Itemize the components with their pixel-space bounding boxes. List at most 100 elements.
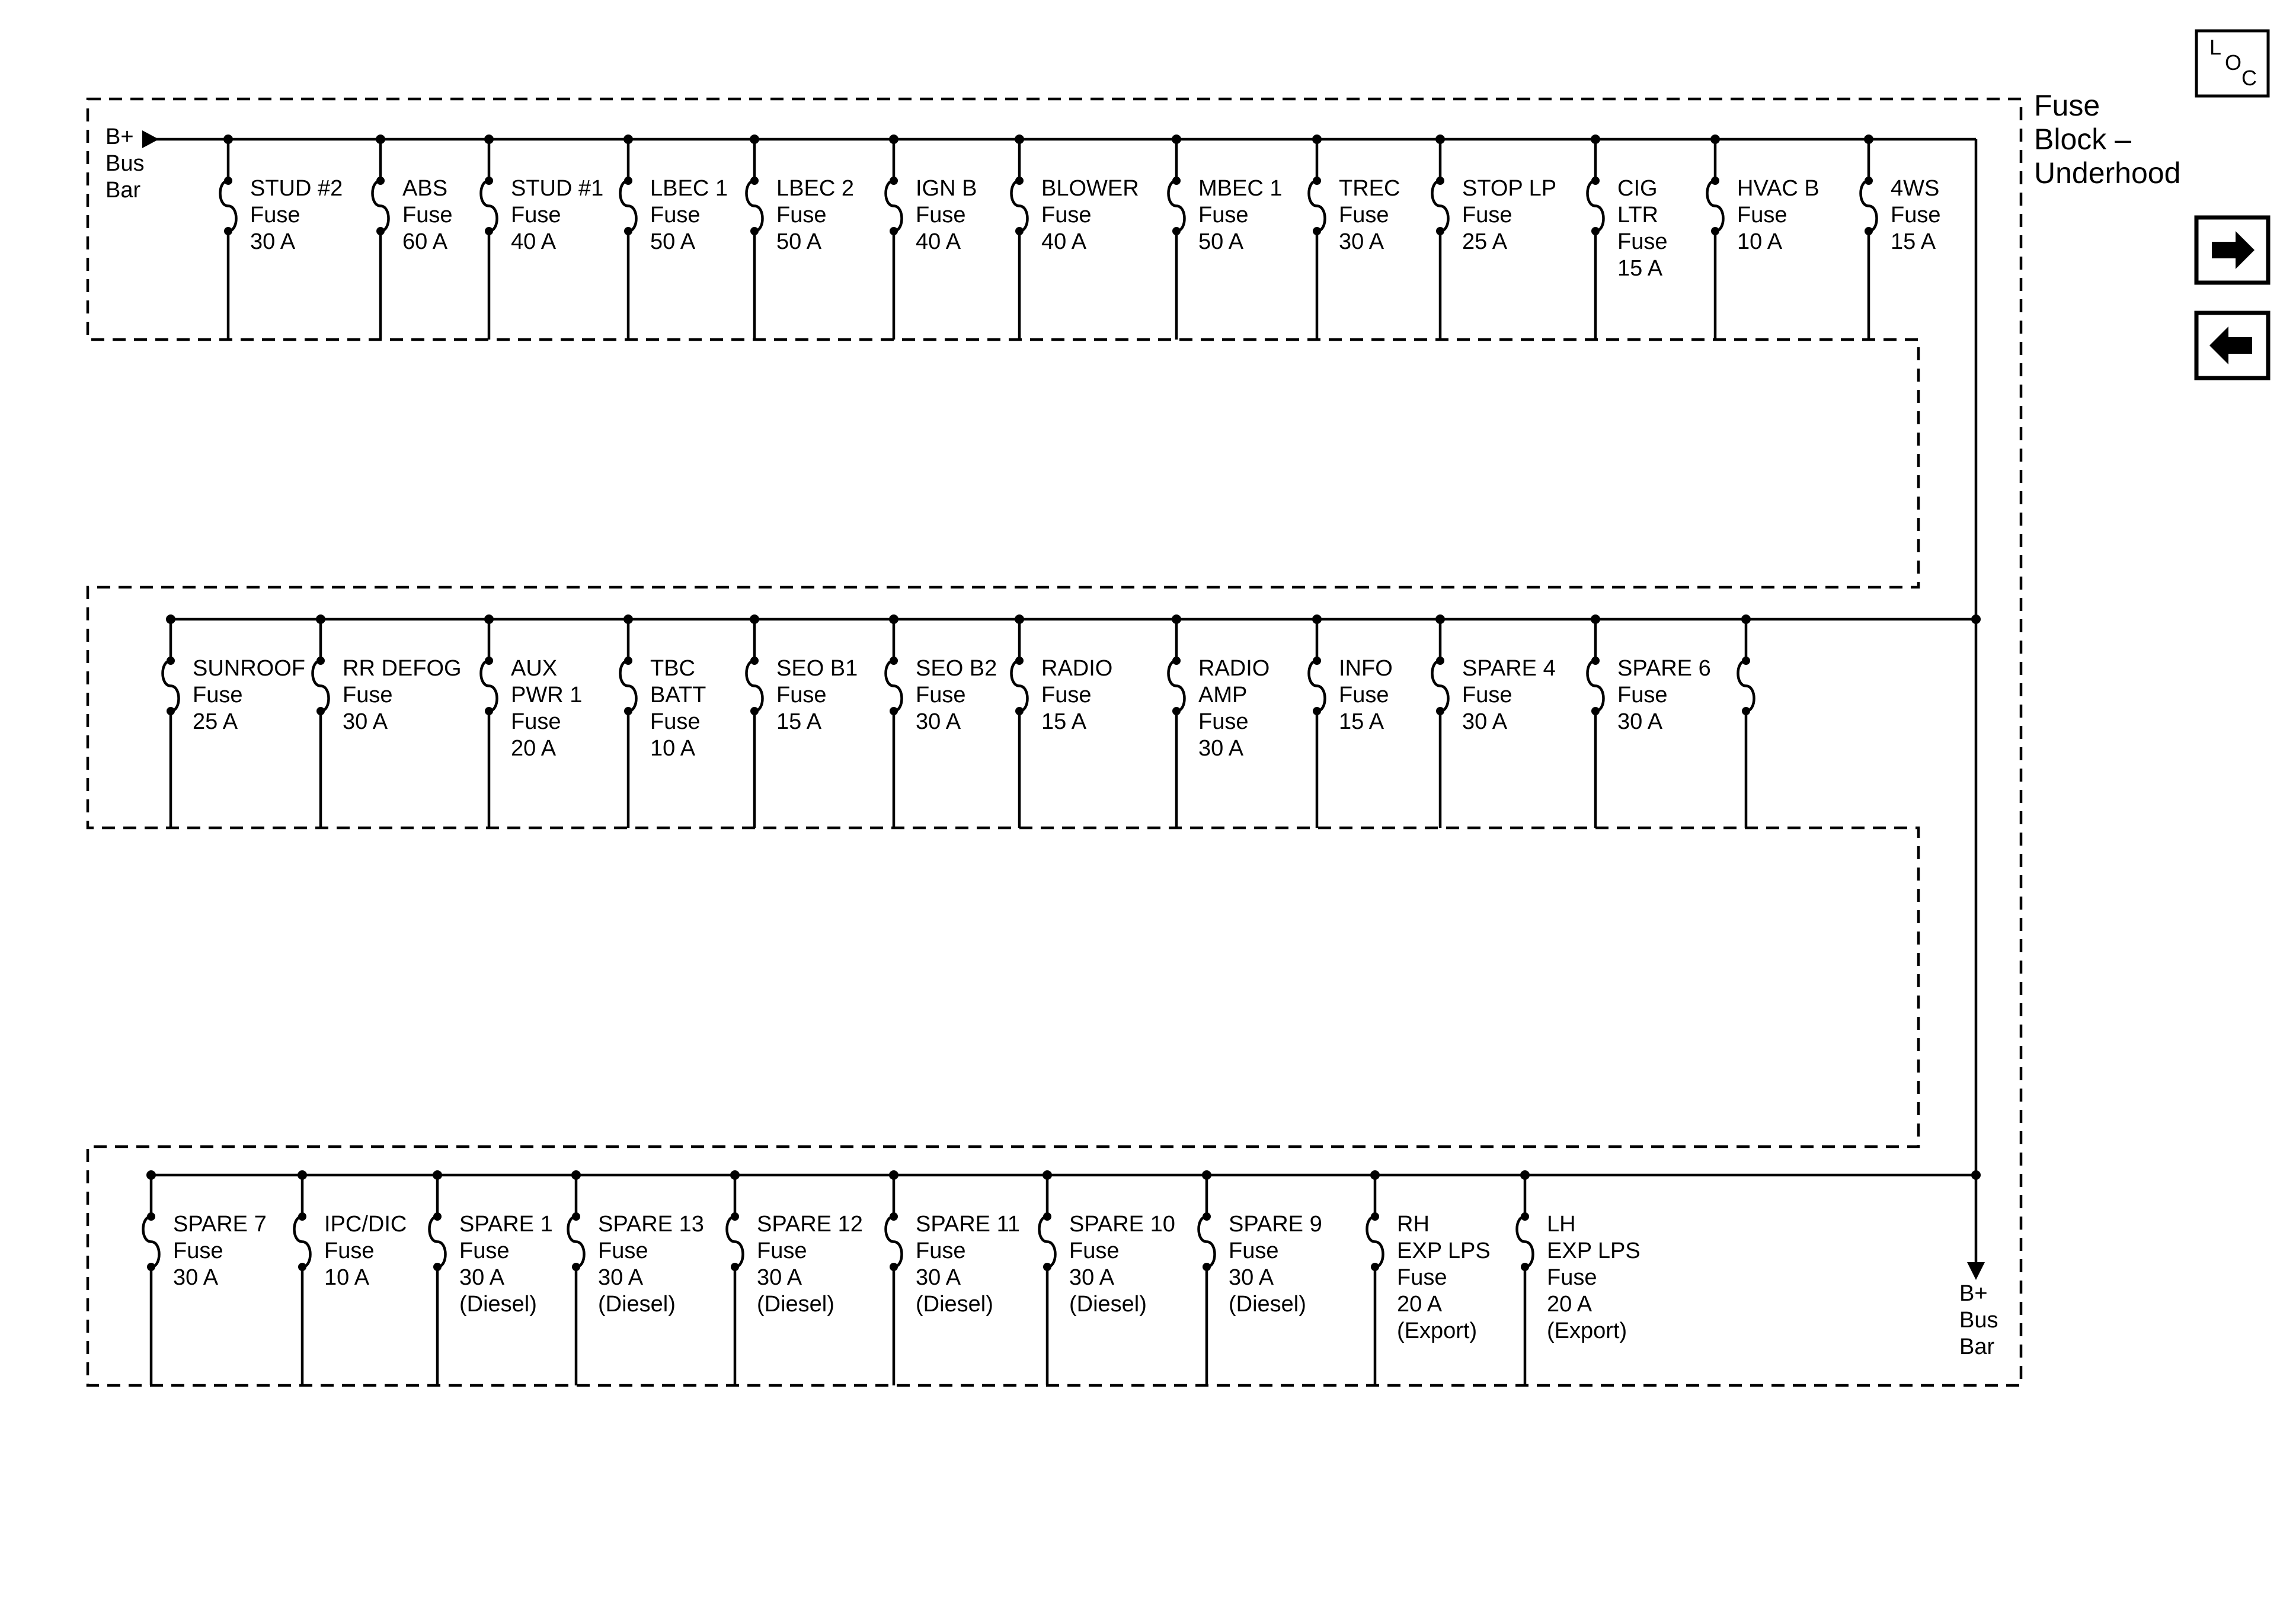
fuse-label-line: 30 A <box>916 709 961 734</box>
fuse-label-line: 30 A <box>1339 229 1384 254</box>
fuse-label-line: 30 A <box>1617 709 1663 734</box>
right-arrow-icon <box>2212 231 2255 269</box>
fuse-label-line: (Diesel) <box>459 1292 537 1317</box>
fuse-label-line: Fuse <box>1462 683 1512 708</box>
fuse-label-line: LBEC 2 <box>776 176 854 201</box>
fuse-symbol-icon <box>1010 179 1029 233</box>
fuse-label-line: 15 A <box>1041 709 1087 734</box>
fuse-label-line: Fuse <box>511 203 561 228</box>
fuse-label-line: Fuse <box>193 683 242 708</box>
fuse-label-line: 50 A <box>776 229 822 254</box>
title-line: Fuse <box>2034 89 2100 122</box>
fuse-label-line: Fuse <box>1339 683 1389 708</box>
fuse-label-line: RH <box>1397 1212 1430 1237</box>
fuse-label-line: Fuse <box>250 203 300 228</box>
fuse-label-line: AMP <box>1198 683 1247 708</box>
fuse-label-line: STUD #2 <box>250 176 343 201</box>
fuse-label-line: 15 A <box>1339 709 1384 734</box>
bus-bar-out-label: B+ Bus Bar <box>1959 1281 2004 1359</box>
fuse-label-line: Fuse <box>916 1238 965 1263</box>
fuse-label-line: PWR 1 <box>511 683 582 708</box>
fuse-label-line: 40 A <box>916 229 961 254</box>
fuse-label-line: SPARE 1 <box>459 1212 553 1237</box>
fuse-label-line: BLOWER <box>1041 176 1139 201</box>
fuse-symbol-icon <box>884 1215 903 1269</box>
fuse-symbol-icon <box>1431 659 1450 713</box>
fuse-label-line: Fuse <box>1229 1238 1278 1263</box>
fuse-block-title: Fuse Block – Underhood <box>2034 89 2180 190</box>
fuse-label-line: Fuse <box>1339 203 1389 228</box>
fuse-label-line: IGN B <box>916 176 977 201</box>
fuse-label-line: AUX <box>511 656 557 681</box>
fuse-label-line: SPARE 10 <box>1069 1212 1175 1237</box>
fuse-label-line: RADIO <box>1198 656 1269 681</box>
fuse-label-line: 40 A <box>1041 229 1087 254</box>
fuse-symbol-icon <box>1010 659 1029 713</box>
fuse-symbol-icon <box>1431 179 1450 233</box>
loc-button[interactable]: L O C <box>2195 29 2270 98</box>
fuse-label-line: Fuse <box>343 683 392 708</box>
loc-letter-l: L <box>2209 35 2221 59</box>
fuse-symbol-icon <box>1167 659 1186 713</box>
fuse-label-line: HVAC B <box>1737 176 1819 201</box>
fuse-label-line: Fuse <box>1617 229 1667 254</box>
fuse-label-line: 4WS <box>1891 176 1939 201</box>
fuse-label-line: Fuse <box>1397 1265 1447 1290</box>
fuse-label-line: SEO B1 <box>776 656 858 681</box>
fuse-label-line: INFO <box>1339 656 1393 681</box>
fuse-label-line: 25 A <box>1462 229 1508 254</box>
fuse-label-line: 20 A <box>511 736 557 761</box>
fuse-symbol-icon <box>884 659 903 713</box>
next-page-button[interactable] <box>2194 215 2271 285</box>
fuse-label-line: SPARE 7 <box>173 1212 267 1237</box>
fuse-label-line: 60 A <box>402 229 448 254</box>
fuse-label-line: 10 A <box>650 736 696 761</box>
fuse-label-line: EXP LPS <box>1397 1238 1491 1263</box>
fuse-symbol-icon <box>1586 179 1605 233</box>
fuse-label-line: Fuse <box>1041 683 1091 708</box>
fuse-label-line: 20 A <box>1547 1292 1593 1317</box>
bus-out-line: Bar <box>1959 1334 1994 1359</box>
fuse-label-line: 30 A <box>173 1265 219 1290</box>
fuse-symbol-icon <box>161 659 180 713</box>
fuse-label-line: Fuse <box>1198 709 1248 734</box>
fuse-label-line: CIG <box>1617 176 1658 201</box>
fuse-label-line: 15 A <box>776 709 822 734</box>
fuse <box>1737 614 1755 828</box>
title-line: Underhood <box>2034 156 2180 190</box>
fuse-label-line: RADIO <box>1041 656 1112 681</box>
fuse-label-line: (Export) <box>1397 1318 1477 1343</box>
fuse-label-line: TBC <box>650 656 695 681</box>
bus-input-arrow-icon <box>142 130 159 148</box>
fuse-label-line: 10 A <box>1737 229 1783 254</box>
fuse-label-line: Fuse <box>1462 203 1512 228</box>
fuse-label-line: RR DEFOG <box>343 656 462 681</box>
fuse-label-line: MBEC 1 <box>1198 176 1282 201</box>
prev-page-button[interactable] <box>2194 311 2271 380</box>
